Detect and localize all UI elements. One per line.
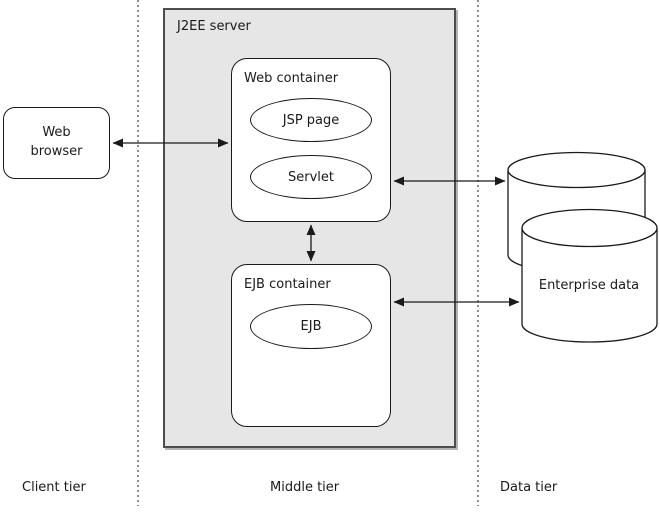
- j2ee-server-label: J2EE server: [177, 19, 251, 34]
- web-container-node: Web container JSP page Servlet: [231, 58, 391, 222]
- ejb-container-label: EJB container: [244, 277, 331, 292]
- enterprise-data-label: Enterprise data: [538, 278, 640, 293]
- tier-label-middle: Middle tier: [270, 480, 340, 495]
- web-container-label: Web container: [244, 71, 339, 86]
- web-browser-node: Web browser: [3, 107, 110, 179]
- ejb-label: EJB: [300, 319, 322, 334]
- database-cylinder-front: [521, 208, 658, 343]
- servlet-node: Servlet: [250, 155, 372, 199]
- tier-label-client: Client tier: [22, 480, 86, 495]
- jsp-page-label: JSP page: [282, 112, 340, 128]
- web-browser-label: Web browser: [30, 125, 83, 159]
- tier-label-data: Data tier: [500, 480, 558, 495]
- jsp-page-node: JSP page: [250, 98, 372, 142]
- servlet-label: Servlet: [288, 169, 334, 185]
- tier-separator-client-middle: [137, 0, 139, 506]
- tier-separator-middle-data: [477, 0, 479, 506]
- ejb-container-node: EJB container EJB: [231, 264, 391, 427]
- ejb-node: EJB: [250, 304, 372, 349]
- database-cylinder-back: [507, 151, 646, 274]
